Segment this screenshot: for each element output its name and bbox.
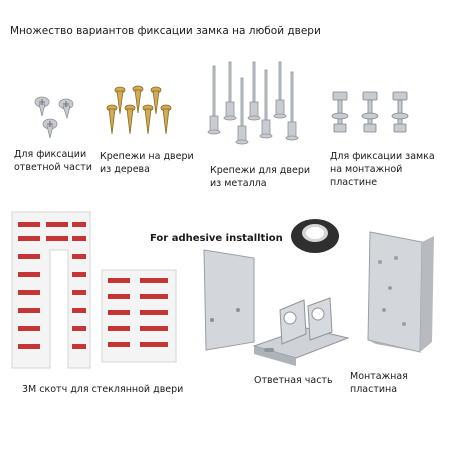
metal-plate-image [203,249,255,351]
label-mount-plate-fix: Для фиксации замка на монтажной пластине [330,151,435,188]
small-screws-image [34,96,74,139]
strike-part-image [252,297,350,366]
label-wood-fasteners: Крепежи на двери из дерева [100,151,194,175]
grommet-image [291,219,339,253]
mount-plate-image [367,231,434,354]
bolts-image [331,91,409,133]
page-title: Множество вариантов фиксации замка на лю… [10,25,321,37]
label-tape-glass: 3M скотч для стеклянной двери [22,384,184,395]
tape-large-image [11,211,91,369]
rivets-image [207,61,299,145]
label-metal-fasteners: Крепежи для двери из металла [210,165,311,189]
label-strike-fix: Для фиксации ответной части [14,149,92,173]
wood-screws-image [106,85,172,135]
tape-small-image [101,269,177,363]
label-strike-part: Ответная часть [254,375,333,386]
adhesive-heading: For adhesive installtion [150,233,283,244]
label-mount-plate: Монтажная пластина [350,371,408,395]
